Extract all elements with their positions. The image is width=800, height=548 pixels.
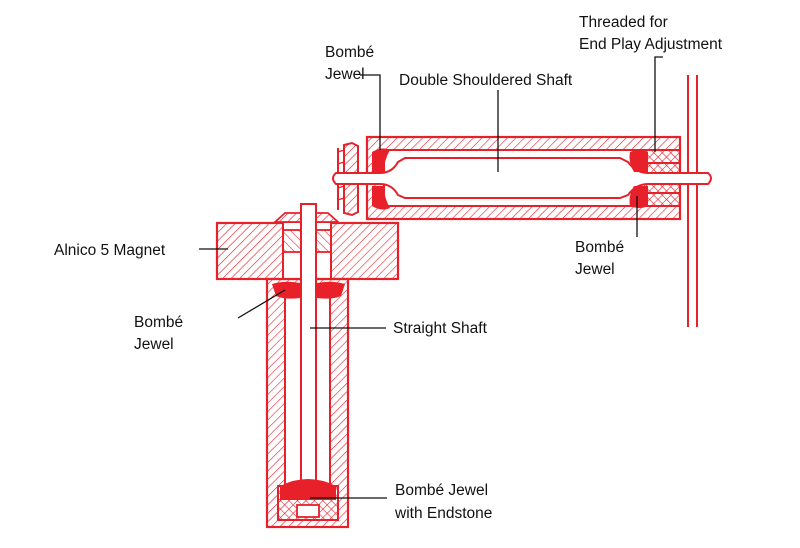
label-straight-shaft: Straight Shaft bbox=[393, 320, 488, 337]
bombe-jewel-endstone bbox=[280, 479, 336, 500]
label-bombe-top-line2: Jewel bbox=[325, 66, 365, 83]
double-shouldered-shaft bbox=[332, 157, 712, 199]
bombe-jewel-left bbox=[272, 281, 345, 299]
label-magnet: Alnico 5 Magnet bbox=[54, 242, 166, 259]
labels: Threaded for End Play Adjustment Bombé J… bbox=[54, 14, 723, 522]
label-endstone-line1: Bombé Jewel bbox=[395, 482, 488, 499]
label-bombe-top-line1: Bombé bbox=[325, 44, 374, 61]
label-threaded-line1: Threaded for bbox=[579, 14, 668, 31]
label-threaded-line2: End Play Adjustment bbox=[579, 36, 723, 53]
label-bombe-right-line1: Bombé bbox=[575, 239, 624, 256]
label-endstone-line2: with Endstone bbox=[394, 505, 492, 522]
leader-lines bbox=[199, 56, 663, 499]
mounting-wall bbox=[687, 75, 698, 327]
label-double-shaft: Double Shouldered Shaft bbox=[399, 72, 573, 89]
bombe-jewel-top bbox=[372, 148, 390, 210]
straight-shaft bbox=[300, 203, 317, 487]
label-bombe-right-line2: Jewel bbox=[575, 261, 615, 278]
bombe-jewel-right bbox=[629, 150, 648, 208]
label-bombe-left-line1: Bombé bbox=[134, 314, 183, 331]
label-bombe-left-line2: Jewel bbox=[134, 336, 174, 353]
